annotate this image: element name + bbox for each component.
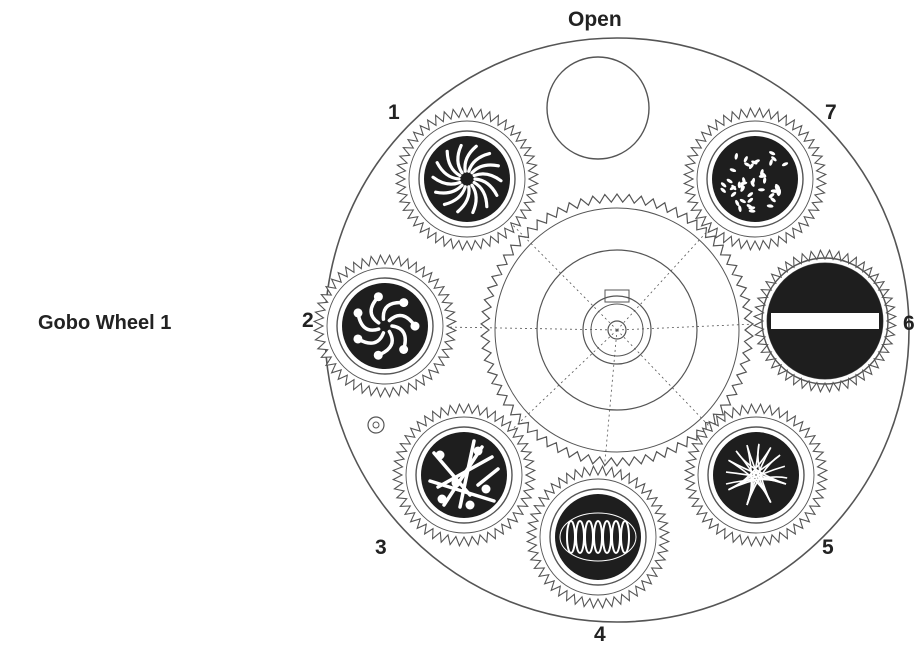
slot-number-7: 7 [825, 101, 837, 124]
gobo-holder [549, 488, 647, 586]
gobo-slot-2 [312, 253, 458, 399]
gobo-holder [707, 426, 805, 524]
gobo-pattern-spiral-star [431, 143, 503, 215]
gobo-pattern-swirl-dots [353, 292, 420, 360]
hub-hole [607, 320, 627, 340]
open-slot [546, 56, 650, 160]
gobo-slot-7 [682, 106, 828, 252]
slot-arm [466, 178, 618, 331]
slot-number-4: 4 [594, 623, 606, 646]
slot-number-5: 5 [822, 536, 834, 559]
hub-clip [604, 289, 630, 303]
gobo-slot-6 [752, 248, 898, 394]
gobo-disc [712, 136, 798, 222]
slot-number-3: 3 [375, 536, 387, 559]
wheel-title: Gobo Wheel 1 [38, 312, 172, 334]
slot-arm [616, 329, 757, 476]
gobo-holder [336, 277, 434, 375]
gobo-slot-1 [394, 106, 540, 252]
gobo-holder [761, 257, 889, 385]
gobo-disc [555, 494, 641, 580]
hub-collar-inner [590, 303, 644, 357]
slot-gear-ring [539, 478, 657, 596]
slot-gear-ring [326, 267, 444, 385]
gobo-disc [713, 432, 799, 518]
drive-gear-ring [494, 207, 740, 453]
gobo-pattern-branches-dots [428, 439, 500, 510]
gobo-pattern-ellipses [559, 512, 637, 562]
gobo-holder [418, 130, 516, 228]
gobo-slot-4 [525, 464, 671, 610]
gobo-holder [706, 130, 804, 228]
screw-center [372, 421, 380, 429]
slot-gear-ring [408, 120, 526, 238]
gobo-disc [424, 136, 510, 222]
gobo-slot-3 [391, 402, 537, 548]
gobo-pattern-breakup-leaves [720, 151, 789, 213]
slot-gear-ring [696, 120, 814, 238]
hub-collar [582, 295, 652, 365]
slot-arm [384, 325, 618, 331]
slot-gear-ring [697, 416, 815, 534]
slot-gear-ring [405, 416, 523, 534]
slot-number-6: 6 [903, 312, 915, 335]
gobo-pattern-bar [771, 313, 879, 329]
slot-number-1: 1 [388, 101, 400, 124]
open-slot-label: Open [568, 8, 622, 31]
gobo-slot-5 [683, 402, 829, 548]
hub-ring [536, 249, 698, 411]
slot-number-2: 2 [302, 309, 314, 332]
screw-icon [367, 416, 385, 434]
gobo-holder [415, 426, 513, 524]
gobo-pattern-woven-lines [725, 443, 788, 506]
